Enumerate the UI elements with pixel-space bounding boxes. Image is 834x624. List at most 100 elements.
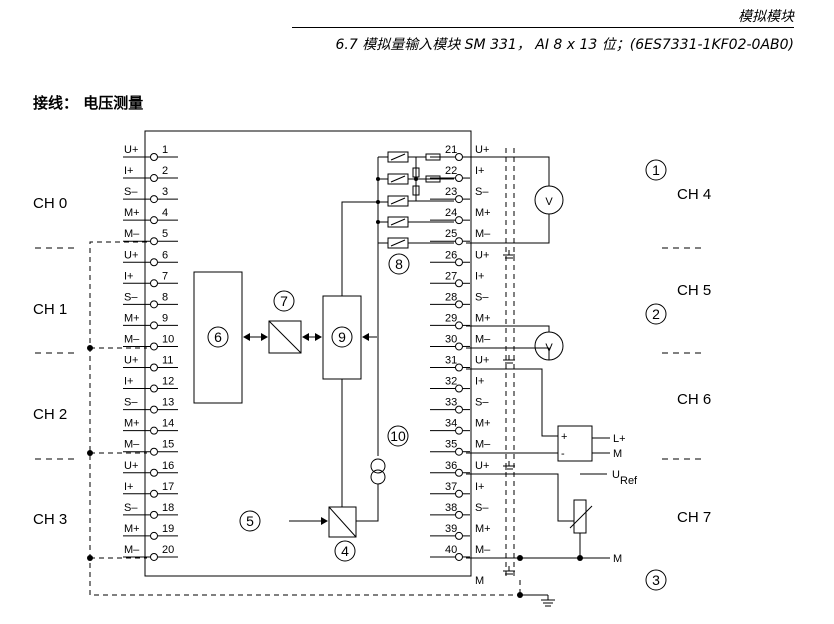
pin-number: 37 [445,481,457,493]
callout-number: 7 [280,293,288,309]
pin-label: I+ [475,270,484,282]
pin-label: M– [124,333,140,345]
voltmeter-ch4 [534,185,564,215]
amp-out-l-plus: L+ [613,433,626,445]
channel-label: CH 4 [677,186,711,203]
section-title-header: 6.7 模拟量输入模块 SM 331， AI 8 x 13 位；(6ES7331… [335,37,794,53]
left-terminal-19: M+19 [123,523,178,540]
converter-7 [268,320,302,354]
external-wiring [466,156,610,559]
pin-number: 2 [162,165,168,177]
callout-number: 5 [246,513,254,529]
voltmeter-ch5 [534,331,564,361]
pin-number: 14 [162,418,174,430]
pin-label: M+ [124,207,140,219]
pin-number: 40 [445,544,457,556]
pin-label: U+ [124,249,138,261]
pin-label: I+ [475,376,484,388]
callout-5: 5 [239,510,261,532]
pin-label: S– [475,397,489,409]
callout-number: 9 [338,329,346,345]
left-terminal-3: S–3 [123,186,178,204]
pin-label: M– [475,439,491,451]
pin-number: 7 [162,270,168,282]
left-terminal-15: M– 15 [123,439,178,456]
callout-number: 8 [395,256,403,272]
pin-number: 32 [445,376,457,388]
pin-label: S– [475,186,489,198]
pin-label: M+ [475,312,491,324]
left-terminal-6: U+6 [123,249,178,267]
amp-plus: + [561,431,567,443]
pin-number: 13 [162,397,174,409]
pin-label: U+ [124,460,138,472]
callout-number: 4 [341,543,349,559]
pin-number: 38 [445,502,457,514]
right-terminal-33: 33 S– [430,397,489,414]
callout-10: 10 [387,425,409,447]
left-terminal-20: M–20 [123,544,178,561]
pin-number: 34 [445,418,457,430]
module-frame [144,130,472,577]
channel-label: CH 7 [677,509,711,526]
pin-number: 28 [445,291,457,303]
left-terminal-10: M– 10 [123,333,178,351]
channel-label: CH 2 [33,406,67,423]
bus-arrows [243,333,377,525]
callout-number: 2 [652,306,660,322]
channel-label: CH 6 [677,391,711,408]
pin-label: M– [475,228,491,240]
left-terminal-12: I+12 [123,376,178,393]
channel-label: CH 5 [677,282,711,299]
pin-label: I+ [124,376,133,388]
pin-label: U+ [475,144,489,156]
pin-label: M– [124,228,140,240]
pin-label: M– [475,333,491,345]
callout-number: 3 [652,572,660,588]
pin-label: M [475,575,484,587]
pin-number: 15 [162,439,174,451]
pin-label: M+ [124,312,140,324]
pin-label: U+ [475,249,489,261]
pin-number: 1 [162,144,168,156]
pin-number: 33 [445,397,457,409]
pin-label: M– [124,439,140,451]
callout-4: 4 [334,540,356,562]
pin-number: 10 [162,333,174,345]
callout-2: 2 [645,303,667,325]
left-terminal-17: I+17 [123,481,178,498]
pin-label: I+ [124,165,133,177]
callout-9: 9 [331,326,353,348]
pin-label: M+ [124,418,140,430]
pin-number: 30 [445,333,457,345]
channel-label: CH 1 [33,301,67,318]
pin-number: 4 [162,207,168,219]
pin-number: 21 [445,144,457,156]
left-terminal-14: M+ 14 [123,418,178,435]
uref-subscript: Ref [620,475,638,487]
pin-label: U+ [475,460,489,472]
pin-number: 16 [162,460,174,472]
pin-label: S– [124,502,138,514]
multiplexer-8 [378,151,454,249]
callout-8: 8 [388,253,410,275]
callout-number: 6 [214,329,222,345]
pin-label: U+ [124,355,138,367]
internal-wiring [341,157,388,522]
pin-number: 8 [162,291,168,303]
chapter-title: 模拟模块 [738,9,794,25]
page-title: 接线： 电压测量 [33,94,144,112]
pin-number: 22 [445,165,457,177]
left-terminal-4: M+ 4 [123,207,178,225]
callout-3: 3 [645,569,667,591]
